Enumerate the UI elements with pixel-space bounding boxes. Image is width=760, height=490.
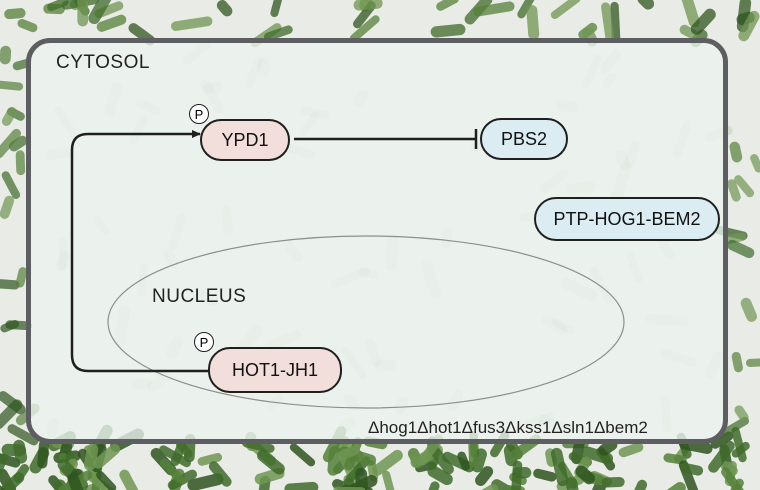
node-ypd1: YPD1 (200, 119, 290, 161)
nucleus-boundary (108, 236, 624, 408)
activation-arrow-hot1-to-ypd1 (72, 134, 208, 371)
genotype-label: Δhog1Δhot1Δfus3Δkss1Δsln1Δbem2 (368, 418, 648, 438)
node-pbs2: PBS2 (480, 118, 568, 160)
phosphorylation-marker-ypd1: P (189, 104, 209, 124)
nucleus-label: NUCLEUS (152, 286, 246, 308)
node-ptp-hog1-bem2: PTP-HOG1-BEM2 (534, 197, 720, 241)
phosphorylation-marker-hot1: P (194, 332, 214, 352)
node-hot1-jh1: HOT1-JH1 (208, 347, 342, 393)
cytosol-label: CYTOSOL (56, 52, 150, 74)
